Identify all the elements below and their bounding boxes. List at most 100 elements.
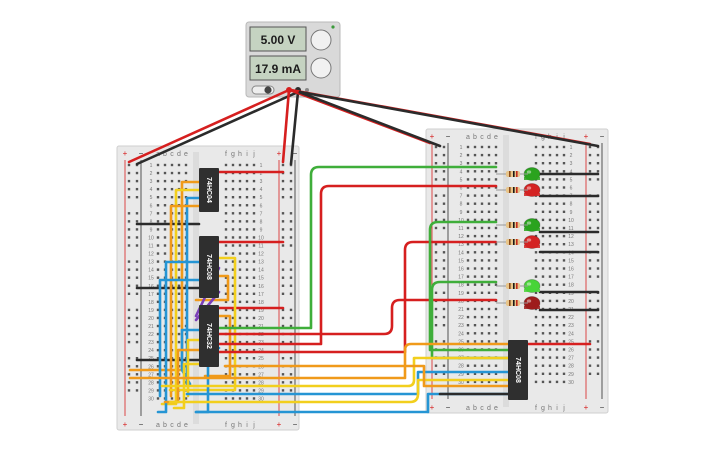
indicator-dot bbox=[331, 25, 335, 29]
ic-chip[interactable]: 74HC08 bbox=[199, 236, 219, 298]
signal-wire-green[interactable] bbox=[217, 165, 498, 330]
signal-wire-orange[interactable] bbox=[223, 364, 510, 388]
signal-wire-green[interactable] bbox=[430, 280, 510, 360]
power-wire-black[interactable] bbox=[289, 90, 300, 166]
row-number: 2 bbox=[570, 153, 573, 159]
led[interactable] bbox=[523, 279, 541, 293]
row-number: 13 bbox=[148, 260, 154, 266]
row-number: 27 bbox=[258, 372, 264, 378]
column-letter: e bbox=[184, 422, 188, 429]
row-number: 4 bbox=[260, 187, 263, 193]
chip-label: 74HC08 bbox=[514, 357, 521, 383]
row-number: 13 bbox=[568, 242, 574, 248]
row-number: 6 bbox=[460, 186, 463, 192]
column-letter: d bbox=[487, 134, 491, 141]
row-number: 30 bbox=[568, 380, 574, 386]
row-number: 8 bbox=[460, 202, 463, 208]
resistor[interactable] bbox=[496, 300, 528, 306]
rail-plus-sign: + bbox=[584, 403, 589, 412]
logic-wire-yellow[interactable] bbox=[168, 256, 237, 392]
row-number: 22 bbox=[568, 315, 574, 321]
ic-chip[interactable]: 74HC32 bbox=[199, 305, 219, 367]
ground-terminal[interactable] bbox=[305, 88, 309, 92]
row-number: 18 bbox=[258, 300, 264, 306]
column-letter: j bbox=[562, 134, 565, 141]
row-number: 29 bbox=[458, 372, 464, 378]
current-readout: 17.9 mA bbox=[255, 62, 301, 76]
signal-wire-yellow[interactable] bbox=[168, 378, 510, 404]
column-letter: g bbox=[541, 134, 545, 141]
logic-wire-orange[interactable] bbox=[203, 314, 232, 378]
signal-wire-orange[interactable] bbox=[128, 342, 510, 380]
signal-wire-yellow[interactable] bbox=[160, 356, 510, 388]
column-letter: f bbox=[535, 134, 537, 141]
led[interactable] bbox=[523, 235, 541, 249]
row-number: 28 bbox=[568, 364, 574, 370]
row-number: 6 bbox=[570, 186, 573, 192]
row-number: 14 bbox=[258, 268, 264, 274]
row-number: 25 bbox=[258, 356, 264, 362]
column-letter: d bbox=[177, 422, 181, 429]
ic-chip[interactable]: 74HC08 bbox=[508, 340, 528, 400]
row-number: 8 bbox=[260, 219, 263, 225]
logic-wire-orange[interactable] bbox=[169, 204, 201, 398]
column-letter: g bbox=[231, 151, 235, 158]
logic-wire-blue[interactable] bbox=[158, 278, 201, 398]
logic-wire-blue[interactable] bbox=[185, 196, 201, 386]
column-letter: b bbox=[163, 422, 167, 429]
row-number: 5 bbox=[570, 177, 573, 183]
rail-minus-sign: − bbox=[446, 132, 451, 141]
row-number: 3 bbox=[460, 161, 463, 167]
power-wire-black[interactable] bbox=[297, 90, 442, 148]
power-wire-red[interactable] bbox=[281, 88, 291, 164]
row-number: 15 bbox=[568, 258, 574, 264]
power-supply[interactable]: 5.00 V 17.9 mA bbox=[245, 21, 341, 98]
resistor[interactable] bbox=[496, 171, 528, 177]
column-letter: d bbox=[487, 405, 491, 412]
column-letter: i bbox=[246, 151, 248, 158]
led[interactable] bbox=[523, 218, 541, 232]
power-wire-black[interactable] bbox=[135, 90, 300, 166]
row-number: 1 bbox=[460, 145, 463, 151]
signal-wire-red[interactable] bbox=[217, 298, 498, 336]
row-number: 24 bbox=[148, 348, 154, 354]
resistor[interactable] bbox=[496, 222, 528, 228]
row-number: 8 bbox=[150, 219, 153, 225]
row-number: 11 bbox=[458, 226, 463, 232]
row-number: 26 bbox=[148, 364, 154, 370]
led[interactable] bbox=[523, 167, 541, 181]
row-number: 28 bbox=[148, 380, 154, 386]
voltage-knob[interactable] bbox=[310, 29, 332, 51]
signal-wire-green[interactable] bbox=[428, 220, 510, 352]
row-number: 29 bbox=[568, 372, 574, 378]
row-number: 2 bbox=[460, 153, 463, 159]
row-number: 28 bbox=[258, 380, 264, 386]
row-number: 29 bbox=[258, 388, 264, 394]
row-number: 24 bbox=[568, 331, 574, 337]
row-number: 3 bbox=[150, 179, 153, 185]
resistor[interactable] bbox=[496, 239, 528, 245]
logic-wire-yellow[interactable] bbox=[160, 188, 201, 406]
signal-wire-red[interactable] bbox=[217, 240, 498, 354]
row-number: 29 bbox=[148, 388, 154, 394]
row-number: 15 bbox=[458, 258, 464, 264]
logic-wire-orange[interactable] bbox=[128, 180, 201, 372]
signal-wire-red[interactable] bbox=[217, 184, 498, 346]
ic-chip[interactable]: 74HC04 bbox=[199, 168, 219, 212]
row-number: 8 bbox=[570, 202, 573, 208]
rail-minus-sign: − bbox=[600, 132, 605, 141]
row-number: 20 bbox=[568, 299, 574, 305]
led[interactable] bbox=[523, 183, 541, 197]
logic-wire-blue[interactable] bbox=[156, 260, 201, 414]
power-wire-black[interactable] bbox=[298, 90, 600, 148]
column-letter: c bbox=[480, 134, 484, 141]
rail-minus-sign: − bbox=[293, 420, 298, 429]
chip-label: 74HC32 bbox=[205, 323, 212, 349]
resistor[interactable] bbox=[496, 187, 528, 193]
resistor[interactable] bbox=[496, 283, 528, 289]
power-wire-red[interactable] bbox=[127, 88, 291, 164]
row-number: 23 bbox=[148, 340, 154, 346]
current-knob[interactable] bbox=[310, 57, 332, 79]
row-number: 12 bbox=[568, 234, 574, 240]
